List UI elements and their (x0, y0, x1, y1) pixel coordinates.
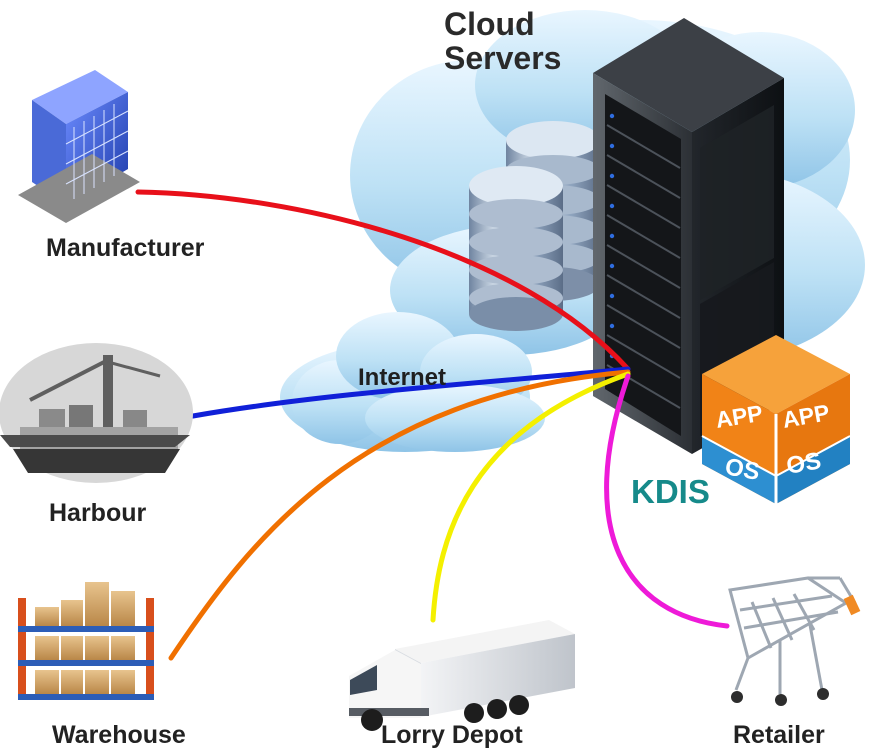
connection-retailer (604, 373, 730, 629)
database-stack-front (469, 166, 563, 331)
connection-harbour (190, 366, 631, 419)
badge-os-left: OS (723, 453, 762, 486)
manufacturer-building-icon (18, 70, 140, 223)
kdis-label: KDIS (631, 473, 710, 510)
harbour-label: Harbour (49, 499, 147, 527)
connection-lines (135, 189, 730, 661)
lorry-icon (349, 620, 575, 731)
app-os-badge: APP APP OS OS (701, 335, 851, 504)
shopping-cart-icon (728, 576, 857, 706)
cloud-servers-title: Cloud Servers (444, 6, 562, 76)
cart-handle-highlight (843, 594, 861, 616)
warehouse-label: Warehouse (52, 721, 186, 749)
connection-lorry-depot (430, 371, 631, 623)
badge-os-right: OS (784, 447, 823, 480)
internet-cloud (280, 312, 545, 452)
manufacturer-label: Manufacturer (46, 234, 205, 262)
connection-warehouse (168, 369, 631, 661)
retailer-label: Retailer (733, 721, 825, 749)
warehouse-icon (18, 582, 154, 700)
connection-manufacturer (135, 189, 631, 372)
harbour-icon (0, 343, 193, 483)
lorry-depot-label: Lorry Depot (381, 721, 523, 749)
internet-label: Internet (358, 364, 447, 391)
